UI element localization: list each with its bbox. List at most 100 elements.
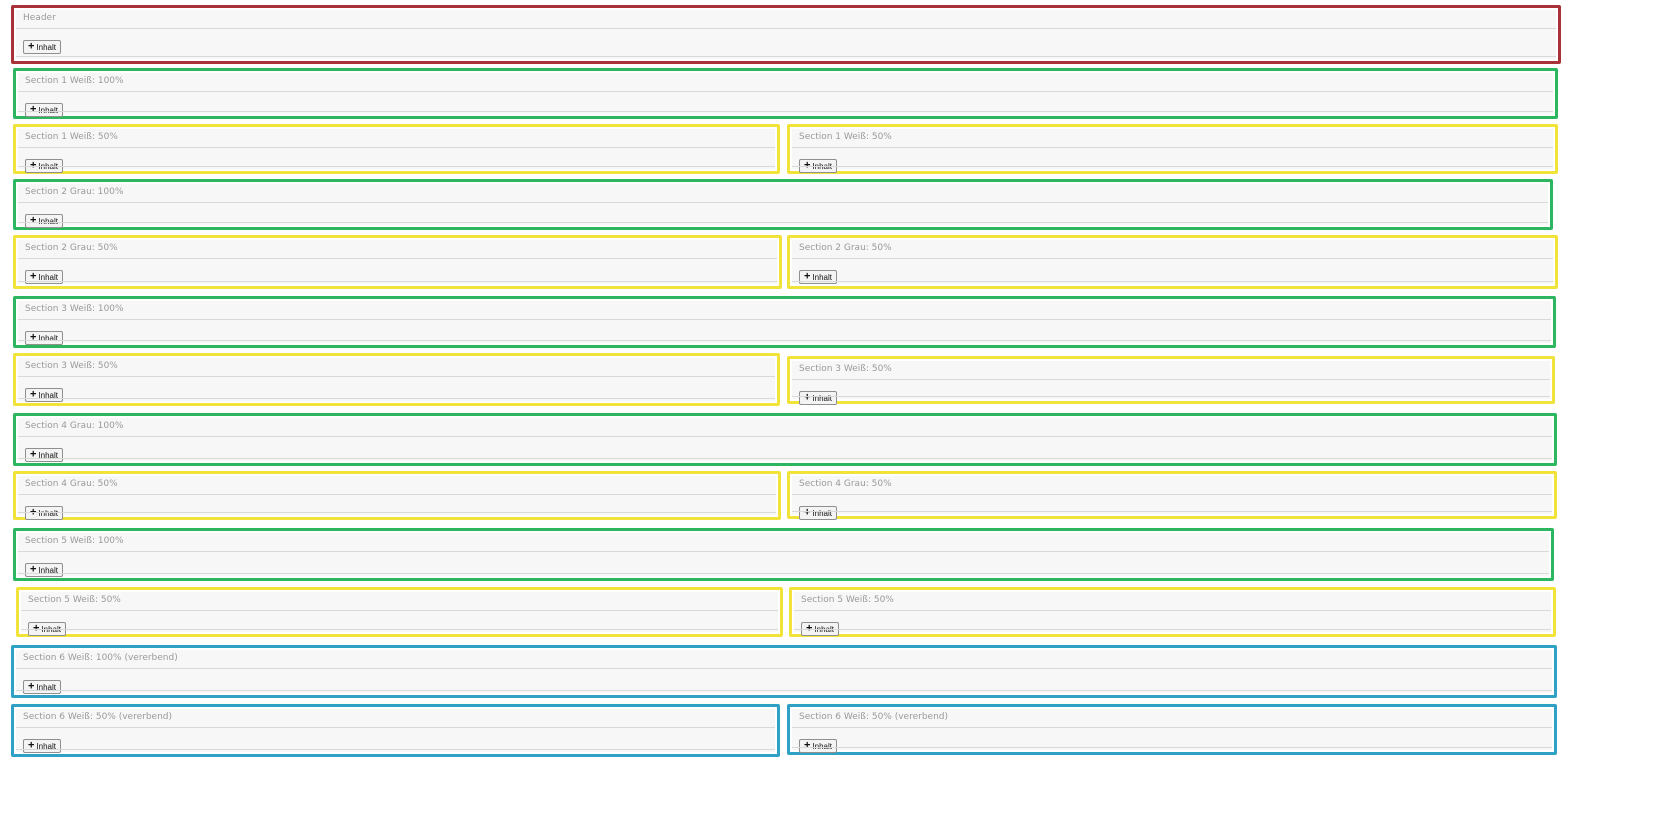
section-pane: Section 2 Grau: 50% + Inhalt <box>792 240 1553 284</box>
section-label: Section 5 Weiß: 100% <box>25 536 124 546</box>
section-label: Section 4 Grau: 50% <box>25 479 118 489</box>
section-pane: Section 5 Weiß: 50% + Inhalt <box>21 592 778 636</box>
add-content-button[interactable]: + Inhalt <box>799 270 838 284</box>
section-divider-top <box>794 610 1551 611</box>
section-pane: Section 6 Weiß: 50% (vererbend) + Inhalt <box>792 709 1552 753</box>
section-1-weiss-100: Section 1 Weiß: 100% + Inhalt <box>13 68 1558 119</box>
section-2-grau-50-left: Section 2 Grau: 50% + Inhalt <box>13 235 782 289</box>
section-5-weiss-50-left: Section 5 Weiß: 50% + Inhalt <box>16 587 783 637</box>
section-pane: Section 5 Weiß: 50% + Inhalt <box>794 592 1551 636</box>
add-content-button[interactable]: + Inhalt <box>23 40 62 54</box>
add-content-button[interactable]: + Inhalt <box>25 270 64 284</box>
plus-icon: + <box>30 214 37 226</box>
section-divider-bottom <box>16 749 775 750</box>
section-divider-top <box>18 551 1549 552</box>
add-content-button[interactable]: + Inhalt <box>25 214 64 228</box>
section-6-weiss-50-vererbend-left: Section 6 Weiß: 50% (vererbend) + Inhalt <box>11 704 780 757</box>
plus-icon: + <box>30 331 37 343</box>
section-pane: Section 3 Weiß: 100% + Inhalt <box>18 301 1551 345</box>
plus-icon: + <box>804 270 811 282</box>
add-content-button[interactable]: + Inhalt <box>799 391 838 405</box>
section-divider-bottom <box>16 690 1552 691</box>
section-divider-bottom <box>18 458 1552 459</box>
add-content-button[interactable]: + Inhalt <box>799 739 838 753</box>
section-divider-bottom <box>792 166 1553 167</box>
section-label: Section 5 Weiß: 50% <box>28 595 121 605</box>
section-pane: Section 1 Weiß: 50% + Inhalt <box>792 129 1553 173</box>
section-divider-bottom <box>18 281 777 282</box>
section-divider-bottom <box>18 340 1551 341</box>
section-4-grau-100: Section 4 Grau: 100% + Inhalt <box>13 413 1557 466</box>
header-divider-top <box>16 28 1556 29</box>
section-4-grau-50-right: Section 4 Grau: 50% + Inhalt <box>787 471 1557 520</box>
section-2-grau-50-right: Section 2 Grau: 50% + Inhalt <box>787 235 1558 289</box>
plus-icon: + <box>30 103 37 115</box>
section-6-weiss-50-vererbend-right: Section 6 Weiß: 50% (vererbend) + Inhalt <box>787 704 1557 755</box>
add-content-button[interactable]: + Inhalt <box>25 331 64 345</box>
plus-icon: + <box>30 388 37 400</box>
section-1-weiss-50-right: Section 1 Weiß: 50% + Inhalt <box>787 124 1558 174</box>
section-5-weiss-100: Section 5 Weiß: 100% + Inhalt <box>13 528 1554 581</box>
section-divider-top <box>18 202 1548 203</box>
section-divider-bottom <box>18 512 776 513</box>
section-divider-top <box>18 319 1551 320</box>
header-divider-bottom <box>16 56 1556 57</box>
section-divider-top <box>792 379 1550 380</box>
add-content-button[interactable]: + Inhalt <box>25 563 64 577</box>
section-label: Section 3 Weiß: 50% <box>25 361 118 371</box>
section-divider-top <box>18 436 1552 437</box>
add-content-button[interactable]: + Inhalt <box>799 506 838 520</box>
section-3-weiss-50-left: Section 3 Weiß: 50% + Inhalt <box>13 353 780 406</box>
section-label: Section 2 Grau: 50% <box>25 243 118 253</box>
section-label: Section 3 Weiß: 100% <box>25 304 124 314</box>
section-1-weiss-50-left: Section 1 Weiß: 50% + Inhalt <box>13 124 780 174</box>
add-content-label: Inhalt <box>36 741 57 751</box>
add-content-button[interactable]: + Inhalt <box>25 448 64 462</box>
plus-icon: + <box>806 622 813 634</box>
section-divider-bottom <box>18 111 1553 112</box>
plus-icon: + <box>33 622 40 634</box>
section-label: Section 1 Weiß: 100% <box>25 76 124 86</box>
add-content-button[interactable]: + Inhalt <box>25 506 64 520</box>
plus-icon: + <box>30 159 37 171</box>
section-label: Section 2 Grau: 100% <box>25 187 124 197</box>
section-label: Section 4 Grau: 100% <box>25 421 124 431</box>
section-pane: Section 4 Grau: 50% + Inhalt <box>18 476 776 520</box>
section-pane: Section 5 Weiß: 100% + Inhalt <box>18 533 1549 577</box>
add-content-button[interactable]: + Inhalt <box>25 103 64 117</box>
add-content-label: Inhalt <box>812 272 833 282</box>
add-content-button[interactable]: + Inhalt <box>23 739 62 753</box>
plus-icon: + <box>28 739 35 751</box>
section-divider-bottom <box>18 573 1549 574</box>
section-label: Section 3 Weiß: 50% <box>799 364 892 374</box>
section-pane: Section 3 Weiß: 50% + Inhalt <box>18 358 775 402</box>
section-divider-top <box>16 727 775 728</box>
add-content-label: Inhalt <box>812 393 833 403</box>
section-3-weiss-50-right: Section 3 Weiß: 50% + Inhalt <box>787 356 1555 405</box>
section-pane: Section 2 Grau: 100% + Inhalt <box>18 184 1548 228</box>
section-divider-top <box>18 147 775 148</box>
section-divider-bottom <box>18 222 1548 223</box>
section-label: Section 6 Weiß: 50% (vererbend) <box>799 712 949 722</box>
header-pane: Header + Inhalt <box>16 10 1556 59</box>
add-content-button[interactable]: + Inhalt <box>25 388 64 402</box>
plus-icon: + <box>804 506 811 518</box>
add-content-label: Inhalt <box>38 450 59 460</box>
plus-icon: + <box>28 680 35 692</box>
section-6-weiss-100-vererbend: Section 6 Weiß: 100% (vererbend) + Inhal… <box>11 645 1557 698</box>
section-divider-bottom <box>794 629 1551 630</box>
section-3-weiss-100: Section 3 Weiß: 100% + Inhalt <box>13 296 1556 348</box>
section-pane: Section 2 Grau: 50% + Inhalt <box>18 240 777 284</box>
add-content-label: Inhalt <box>38 508 59 518</box>
plus-icon: + <box>804 739 811 751</box>
section-pane: Section 4 Grau: 100% + Inhalt <box>18 418 1552 462</box>
section-2-grau-100: Section 2 Grau: 100% + Inhalt <box>13 179 1553 230</box>
section-divider-bottom <box>792 396 1550 397</box>
plus-icon: + <box>30 563 37 575</box>
add-content-label: Inhalt <box>38 272 59 282</box>
section-divider-top <box>18 91 1553 92</box>
header-label: Header <box>23 13 56 23</box>
section-divider-top <box>21 610 778 611</box>
add-content-button[interactable]: + Inhalt <box>23 680 62 694</box>
plus-icon: + <box>804 159 811 171</box>
